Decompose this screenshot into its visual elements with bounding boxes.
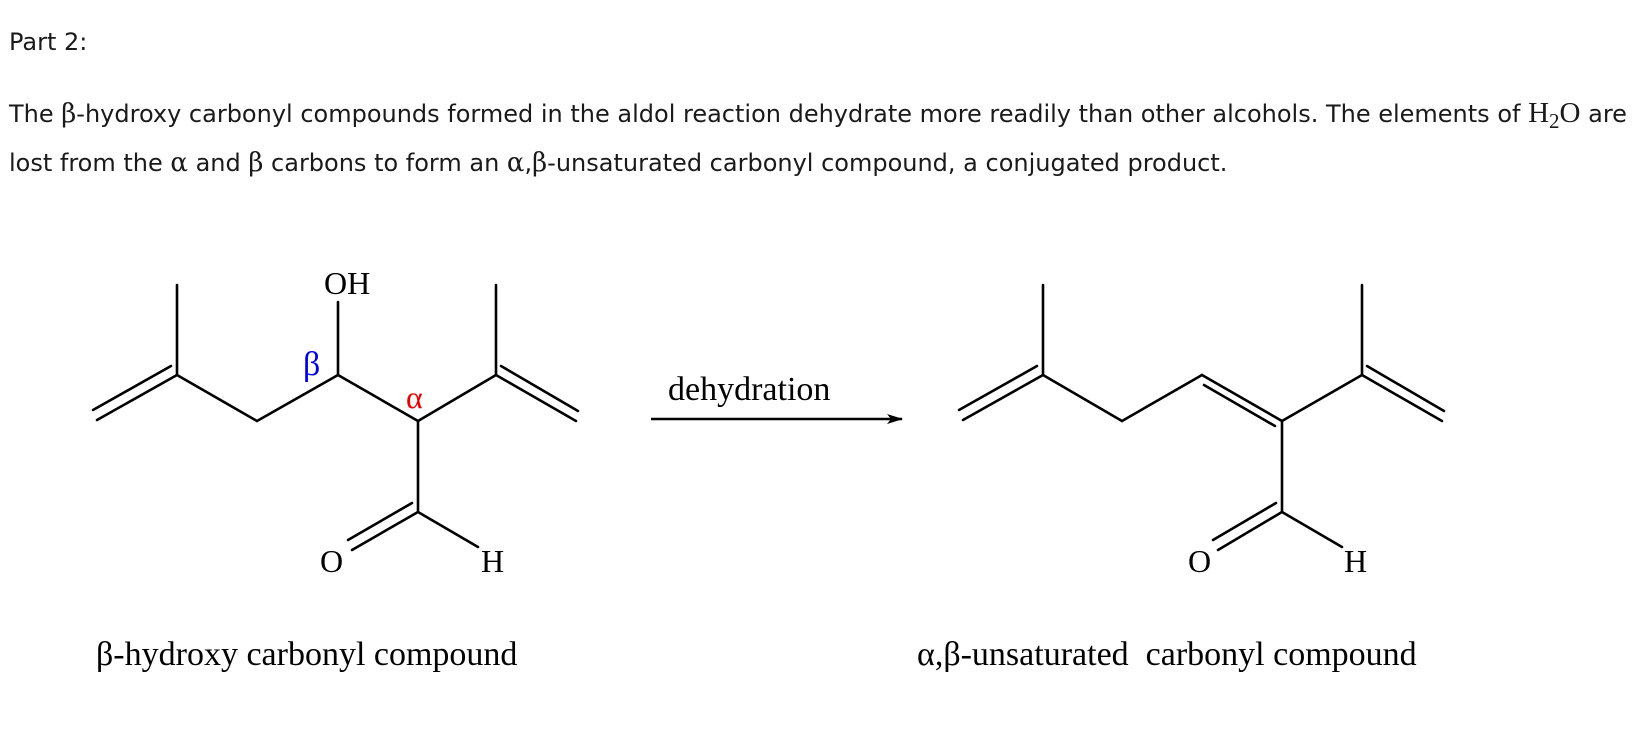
para-text-3: are lost from the (9, 100, 1627, 177)
reactant-h-label: H (481, 543, 504, 579)
beta-symbol: β (61, 99, 77, 129)
reactant-structure: OH β α O H β-hydroxy carbonyl compound (91, 265, 580, 673)
product-o-label: O (1188, 543, 1211, 579)
para-text-2: -hydroxy carbonyl compounds formed in th… (76, 100, 1529, 128)
intro-paragraph: The β-hydroxy carbonyl compounds formed … (9, 89, 1649, 188)
para-text-7: -unsaturated carbonyl compound, a conjug… (547, 149, 1228, 177)
bond-left-terminal-double (95, 373, 179, 422)
bond-right-terminal-double-inner (1365, 364, 1446, 413)
bond-cbeta-calpha (336, 373, 420, 423)
para-text-4: and (187, 149, 249, 177)
formula-h: H (1528, 97, 1550, 129)
para-text-6: , (524, 149, 533, 177)
bond-carbonyl-double (350, 510, 420, 552)
bond-cbeta-calpha-double-inner (1202, 383, 1277, 428)
arrow-label: dehydration (668, 371, 830, 408)
product-h-label: H (1344, 543, 1367, 579)
reactant-caption: β-hydroxy carbonyl compound (96, 636, 517, 673)
product-bonds (957, 283, 1446, 552)
reaction-arrow: dehydration (651, 371, 903, 424)
bond-carbonyl-double (1216, 510, 1284, 552)
product-structure: O H α,β-unsaturated carbonyl compound (917, 283, 1446, 673)
bond-c2-c3 (1041, 373, 1124, 423)
bond-cbeta-calpha-double (1200, 373, 1284, 423)
beta-symbol: β (248, 148, 264, 178)
bond-carbonyl-double-inner (1211, 501, 1278, 542)
bond-right-terminal-double (1360, 373, 1444, 423)
bond-left-terminal-double-inner (91, 364, 173, 412)
part-heading: Part 2: (9, 28, 88, 56)
reactant-oh-label: OH (324, 265, 370, 301)
bond-right-terminal-double (494, 373, 578, 423)
formula-subscript: 2 (1549, 109, 1560, 133)
para-text-1: The (9, 100, 62, 128)
reactant-o-label: O (320, 543, 343, 579)
bond-calpha-c6 (1280, 373, 1364, 423)
para-text-5: carbons to form an (263, 149, 507, 177)
bond-calpha-c6 (416, 373, 498, 423)
reactant-beta-label: β (303, 346, 320, 383)
bond-left-terminal-double-inner (957, 364, 1039, 412)
bond-carbonyl-double-inner (346, 501, 414, 542)
water-formula: H2O (1528, 97, 1581, 132)
reactant-bonds (91, 283, 580, 552)
product-caption: α,β-unsaturated carbonyl compound (917, 636, 1417, 673)
bond-left-terminal-double (961, 373, 1045, 422)
bond-right-terminal-double-inner (499, 364, 580, 413)
bond-cho-h (416, 510, 480, 549)
reactant-alpha-label: α (406, 379, 423, 415)
bond-c3-cbeta (255, 373, 340, 423)
beta-symbol: β (532, 148, 548, 178)
bond-cho-h (1280, 510, 1344, 549)
formula-o: O (1559, 97, 1581, 129)
alpha-symbol: α (506, 148, 525, 178)
bond-c2-c3 (175, 373, 259, 423)
bond-c3-cbeta (1120, 373, 1204, 423)
alpha-symbol: α (170, 148, 188, 178)
